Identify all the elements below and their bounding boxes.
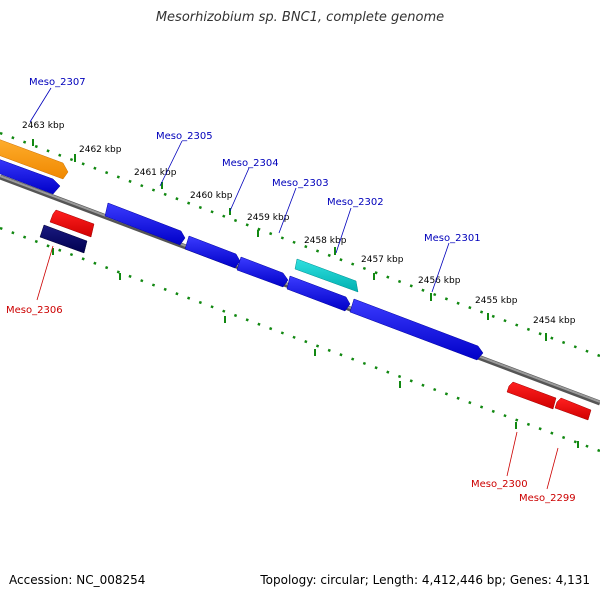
lower-major-ticks — [52, 248, 579, 448]
scale-label-2456: 2456 kbp — [418, 276, 461, 286]
scale-label-2455: 2455 kbp — [475, 296, 518, 306]
gene-meso-2303[interactable] — [236, 256, 289, 288]
gene-meso-2307[interactable] — [0, 136, 69, 180]
gene-labels: Meso_2307 Meso_2305 Meso_2304 Meso_2303 … — [6, 77, 576, 504]
major-ticks — [32, 139, 547, 341]
scale-labels: 2463 kbp 2462 kbp 2461 kbp 2460 kbp 2459… — [22, 121, 576, 326]
gene-meso-2300[interactable] — [506, 381, 557, 410]
label-meso-2302: Meso_2302 — [327, 197, 384, 208]
map-title: Mesorhizobium sp. BNC1, complete genome — [155, 10, 445, 25]
gene-meso-2302-top[interactable] — [294, 258, 359, 293]
forward-label-leaders — [29, 87, 450, 293]
forward-genes — [0, 136, 484, 361]
label-meso-2305: Meso_2305 — [156, 131, 213, 142]
gene-meso-2301[interactable] — [349, 298, 484, 361]
reverse-label-leaders — [36, 245, 559, 490]
label-meso-2303: Meso_2303 — [272, 178, 329, 189]
label-meso-2301: Meso_2301 — [424, 233, 481, 244]
scale-label-2457: 2457 kbp — [361, 255, 404, 265]
accession-text: Accession: NC_008254 — [9, 573, 146, 587]
gene-meso-2305[interactable] — [104, 202, 186, 246]
gene-meso-2306[interactable] — [39, 224, 88, 254]
label-meso-2300: Meso_2300 — [471, 479, 528, 490]
reverse-genes — [39, 209, 592, 421]
gene-meso-2307b[interactable] — [0, 156, 61, 195]
label-meso-2304: Meso_2304 — [222, 158, 279, 169]
upper-tick-track — [0, 131, 600, 358]
gene-meso-2302[interactable] — [286, 275, 351, 312]
topology-text: Topology: circular; Length: 4,412,446 bp… — [260, 573, 590, 587]
scale-label-2460: 2460 kbp — [190, 191, 233, 201]
gene-meso-2304[interactable] — [184, 235, 241, 269]
label-meso-2307: Meso_2307 — [29, 77, 86, 88]
scale-label-2462: 2462 kbp — [79, 145, 122, 155]
scale-label-2463: 2463 kbp — [22, 121, 65, 131]
scale-label-2459: 2459 kbp — [247, 213, 290, 223]
scale-label-2454: 2454 kbp — [533, 316, 576, 326]
label-meso-2306: Meso_2306 — [6, 305, 63, 316]
scale-label-2461: 2461 kbp — [134, 168, 177, 178]
gene-meso-2299[interactable] — [554, 397, 592, 421]
label-meso-2299: Meso_2299 — [519, 493, 576, 504]
gene-meso-2306-red[interactable] — [49, 209, 95, 238]
scale-label-2458: 2458 kbp — [304, 236, 347, 246]
